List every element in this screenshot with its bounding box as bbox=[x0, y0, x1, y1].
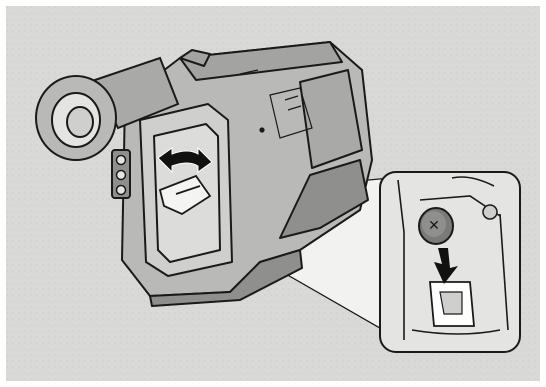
coin-polarity-mark: ✕ bbox=[428, 218, 440, 234]
inset-bolt bbox=[483, 205, 497, 219]
av-jacks bbox=[117, 156, 126, 195]
coin-battery: ✕ bbox=[419, 208, 453, 244]
detail-inset bbox=[380, 172, 520, 352]
